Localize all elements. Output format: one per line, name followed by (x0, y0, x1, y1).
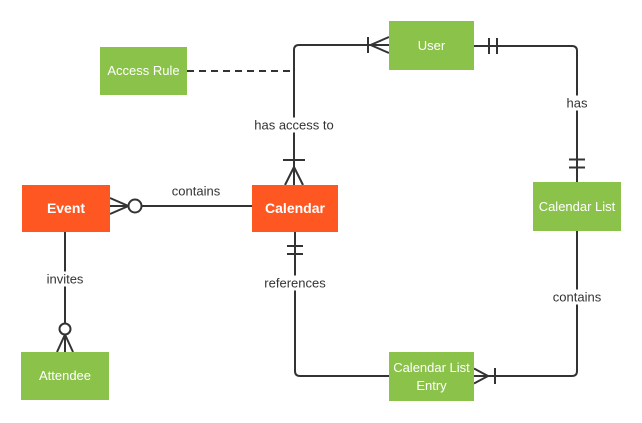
zero-cardinality-circle (58, 322, 72, 336)
relationship-references (287, 232, 389, 377)
relationship-contains-event-calendar (109, 197, 252, 215)
entity-calendar-list-entry: Calendar List Entry (389, 352, 474, 401)
relationship-has (474, 38, 585, 182)
entity-attendee-label: Attendee (38, 368, 92, 384)
relationship-label-has-access-to: has access to (251, 117, 337, 133)
entity-attendee: Attendee (21, 352, 109, 400)
entity-user: User (389, 21, 474, 70)
relationship-has-access-to (283, 36, 390, 186)
entity-calendar-label: Calendar (265, 200, 325, 217)
zero-cardinality-circle (127, 198, 143, 214)
relationship-invites (56, 232, 74, 353)
relationship-label-has: has (563, 95, 591, 111)
relationship-label-invites: invites (43, 271, 87, 287)
entity-event: Event (22, 185, 110, 232)
entity-access-rule-label: Access Rule (107, 63, 180, 79)
relationship-label-contains-event-calendar: contains (168, 183, 224, 199)
entity-calendar-list: Calendar List (533, 182, 621, 231)
entity-calendar-list-label: Calendar List (538, 198, 616, 214)
entity-access-rule: Access Rule (100, 47, 187, 95)
relationship-contains-calendar-list (473, 231, 578, 385)
entity-calendar: Calendar (252, 185, 338, 232)
relationship-label-contains-calendar-list: contains (549, 289, 605, 305)
relationship-label-references: references (261, 275, 329, 291)
entity-calendar-list-entry-label: Calendar List Entry (393, 359, 470, 393)
entity-event-label: Event (46, 200, 86, 217)
entity-user-label: User (417, 37, 446, 53)
